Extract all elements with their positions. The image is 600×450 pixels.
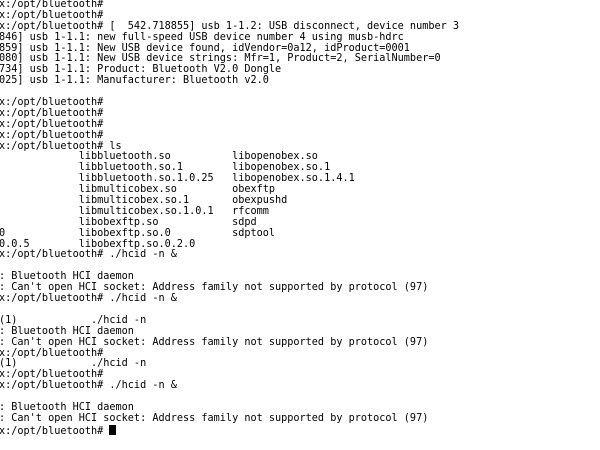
terminal-line: libmulticobex.so.1.0.1 rfcomm [0, 205, 269, 217]
terminal-line: x:/opt/bluetooth# [ 542.718855] usb 1-1.… [0, 20, 460, 32]
terminal-output: x:/opt/bluetooth#x:/opt/bluetooth#x:/opt… [0, 0, 460, 424]
terminal-line: 0 libobexftp.so.0 sdptool [0, 227, 276, 239]
terminal-line: x:/opt/bluetooth# ./hcid -n & [0, 249, 177, 261]
terminal-line: libbluetooth.so libopenobex.so [0, 151, 318, 163]
terminal-line: 846] usb 1-1.1: new full-speed USB devic… [0, 31, 404, 43]
terminal-line: (1) ./hcid -n [0, 314, 147, 326]
terminal-prompt-line[interactable]: x:/opt/bluetooth# [0, 424, 600, 437]
terminal-line: x:/opt/bluetooth# [0, 129, 104, 141]
terminal-line: x:/opt/bluetooth# ./hcid -n & [0, 293, 177, 305]
terminal-line: x:/opt/bluetooth# [0, 9, 104, 21]
terminal-line: 734] usb 1-1.1: Product: Bluetooth V2.0 … [0, 64, 282, 76]
terminal-line: x:/opt/bluetooth# [0, 347, 104, 359]
terminal-line: x:/opt/bluetooth# [0, 0, 104, 10]
terminal-line: x:/opt/bluetooth# [0, 369, 104, 381]
terminal-line: 025] usb 1-1.1: Manufacturer: Bluetooth … [0, 75, 269, 87]
terminal-line: : Bluetooth HCI daemon [0, 401, 134, 413]
terminal-line: x:/opt/bluetooth# [0, 97, 104, 109]
terminal-line: : Can't open HCI socket: Address family … [0, 412, 429, 424]
terminal-line: libobexftp.so sdpd [0, 216, 257, 228]
terminal-line: x:/opt/bluetooth# ./hcid -n & [0, 380, 177, 392]
terminal-line: : Can't open HCI socket: Address family … [0, 282, 429, 294]
terminal-line: 859] usb 1-1.1: New USB device found, id… [0, 42, 410, 54]
terminal-line: x:/opt/bluetooth# [0, 118, 104, 130]
terminal-line: 080] usb 1-1.1: New USB device strings: … [0, 53, 441, 65]
terminal-line: (1) ./hcid -n [0, 358, 147, 370]
terminal-line: libmulticobex.so.1 obexpushd [0, 195, 288, 207]
terminal-line: libbluetooth.so.1 libopenobex.so.1 [0, 162, 331, 174]
terminal-line: : Bluetooth HCI daemon [0, 271, 134, 283]
terminal-line: : Can't open HCI socket: Address family … [0, 336, 429, 348]
terminal-line: libbluetooth.so.1.0.25 libopenobex.so.1.… [0, 173, 355, 185]
terminal-line: 0.0.5 libobexftp.so.0.2.0 [0, 238, 196, 250]
terminal-line: libmulticobex.so obexftp [0, 184, 276, 196]
terminal-line: : Bluetooth HCI daemon [0, 325, 134, 337]
terminal-prompt: x:/opt/bluetooth# [0, 425, 110, 437]
text-cursor [109, 424, 117, 435]
terminal-line: x:/opt/bluetooth# ls [0, 140, 122, 152]
terminal-line: x:/opt/bluetooth# [0, 107, 104, 119]
